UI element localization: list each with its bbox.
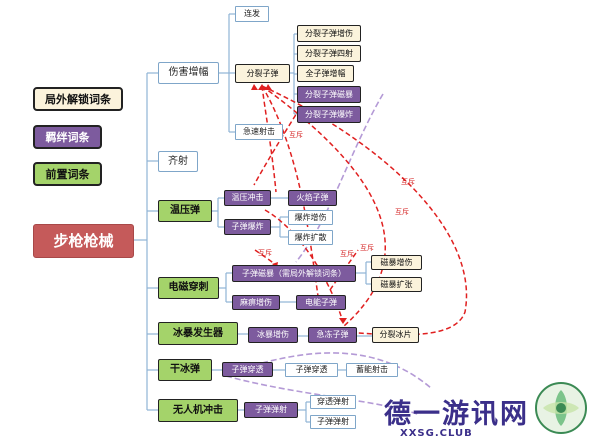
node-thermo-impact: 温压冲击 (224, 190, 271, 206)
watermark-subtitle: XXSG.CLUB (400, 428, 473, 439)
node-quick-fire: 急速射击 (235, 124, 283, 140)
legend-permanent-unlock: 局外解锁词条 (33, 87, 123, 111)
node-pierce-eject: 穿透弹射 (310, 395, 356, 409)
legend-synergy: 羁绊词条 (33, 125, 102, 149)
root-rifle: 步枪枪械 (33, 224, 134, 258)
node-split-dmg: 分裂子弹增伤 (297, 25, 361, 42)
watermark-title: 德一游讯网 (384, 399, 529, 430)
node-all-bullet-amp: 全子弹增幅 (297, 65, 354, 82)
node-magnet-dmg: 磁暴增伤 (371, 255, 422, 270)
branch-dual-shot: 齐射 (158, 151, 198, 172)
watermark-logo-icon (535, 382, 587, 434)
node-pierce-bullet: 子弹穿透 (222, 362, 273, 377)
exclusive-tag: 互斥 (258, 249, 272, 257)
node-paralysis-dmg: 麻痹增伤 (232, 295, 280, 310)
node-storm-dmg: 冰暴增伤 (248, 327, 298, 343)
branch-thermobaric: 温压弹 (158, 200, 212, 222)
branch-damage-up: 伤害增幅 (158, 62, 219, 84)
exclusive-tag: 互斥 (360, 244, 374, 252)
node-explode-dmg: 爆炸增伤 (288, 210, 333, 225)
node-bullet-pierce-2: 子弹穿透 (285, 363, 338, 377)
branch-blizzard: 冰暴发生器 (158, 322, 238, 345)
tree-connectors (134, 13, 372, 423)
exclusive-tag: 互斥 (395, 208, 409, 216)
exclusive-tag: 互斥 (340, 250, 354, 258)
node-split-quad: 分裂子弹四射 (297, 45, 361, 62)
exclusive-tag: 互斥 (289, 131, 303, 139)
branch-dry-ice: 干冰弹 (158, 359, 212, 381)
node-split-ice: 分裂冰片 (372, 327, 419, 343)
node-bullet-magnet: 子弹磁暴（需局外解锁词条） (232, 265, 356, 282)
branch-emp: 电磁穿刺 (158, 277, 219, 299)
legend-prerequisite: 前置词条 (33, 162, 102, 186)
exclusive-tag: 互斥 (401, 178, 415, 186)
branch-drone: 无人机冲击 (158, 399, 238, 422)
node-sub-eject: 子弹弹射 (244, 402, 298, 418)
exclusive-links (253, 85, 468, 336)
node-split-magnet: 分裂子弹磁暴 (297, 86, 361, 103)
node-split-explode: 分裂子弹爆炸 (297, 106, 361, 123)
node-frozen-bullet: 急冻子弹 (308, 327, 357, 343)
node-charge-shot: 蓄能射击 (346, 363, 398, 377)
node-explode-expand: 爆炸扩散 (288, 230, 333, 245)
node-bullet-explode: 子弹爆炸 (224, 219, 271, 235)
node-eject-bullet: 子弹弹射 (310, 415, 356, 429)
node-fire-bullet: 火焰子弹 (288, 190, 337, 206)
node-rapid-fire: 连发 (235, 6, 269, 22)
node-electro-bullet: 电能子弹 (296, 295, 346, 310)
node-magnet-expand: 磁暴扩张 (371, 277, 422, 292)
node-split-bullet: 分裂子弹 (235, 64, 290, 83)
